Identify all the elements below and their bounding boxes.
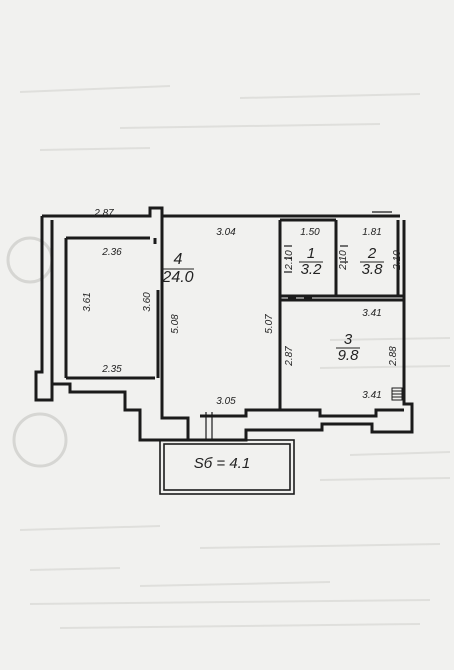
room-2-area: 3.8 xyxy=(362,261,384,278)
faint-stamp-seal xyxy=(6,236,54,284)
dim-room4-right: 5.07 xyxy=(264,314,275,334)
dim-room4-bottom: 3.05 xyxy=(216,396,236,407)
balcony-outline xyxy=(159,439,295,495)
background-scan-texture xyxy=(19,85,451,629)
bottom-wall-main xyxy=(188,220,414,442)
dim-room4-top: 3.04 xyxy=(216,227,236,238)
dim-room1-top: 1.50 xyxy=(300,227,320,238)
bottom-wall-inner xyxy=(200,408,280,418)
dim-room3-bottom: 3.41 xyxy=(362,390,381,401)
walls xyxy=(34,206,414,442)
dim-room3-right: 2.88 xyxy=(388,346,399,367)
room-3-area: 9.8 xyxy=(338,347,360,364)
ventilation-icon xyxy=(391,387,403,401)
dim-room3-left: 2.87 xyxy=(284,346,295,367)
room-2-number: 2 xyxy=(367,245,377,262)
dim-alcove-top: 2.36 xyxy=(101,247,122,258)
outer-wall-left xyxy=(34,216,188,442)
dim-alcove-right: 3.60 xyxy=(142,292,153,312)
dim-room2-height-left: 2.10 xyxy=(338,250,349,271)
balcony-area-label: Sб = 4.1 xyxy=(194,455,250,472)
room-4-area: 24.0 xyxy=(161,269,193,286)
room-3-number: 3 xyxy=(344,331,353,348)
room-4-number: 4 xyxy=(174,251,183,268)
dim-alcove-left: 3.61 xyxy=(82,292,93,311)
dim-alcove-bottom: 2.35 xyxy=(101,364,122,375)
dim-room1-height: 2.10 xyxy=(284,250,295,271)
room4-left-wall xyxy=(160,216,176,420)
dim-room3-top: 3.41 xyxy=(362,308,381,319)
dim-top-left: 2.87 xyxy=(93,208,114,219)
dim-room4-left: 5.08 xyxy=(170,314,181,334)
outer-wall-top xyxy=(42,206,400,218)
dim-room2-top: 1.81 xyxy=(362,227,381,238)
room-1-area: 3.2 xyxy=(301,261,323,278)
room4-bottom-wall xyxy=(176,416,190,440)
openings xyxy=(205,211,392,440)
room-1-number: 1 xyxy=(307,245,315,262)
faint-stamp-seal-2 xyxy=(12,412,68,468)
room3-bottom-wall xyxy=(280,408,404,418)
dim-room2-height-right: 2.10 xyxy=(392,250,403,271)
